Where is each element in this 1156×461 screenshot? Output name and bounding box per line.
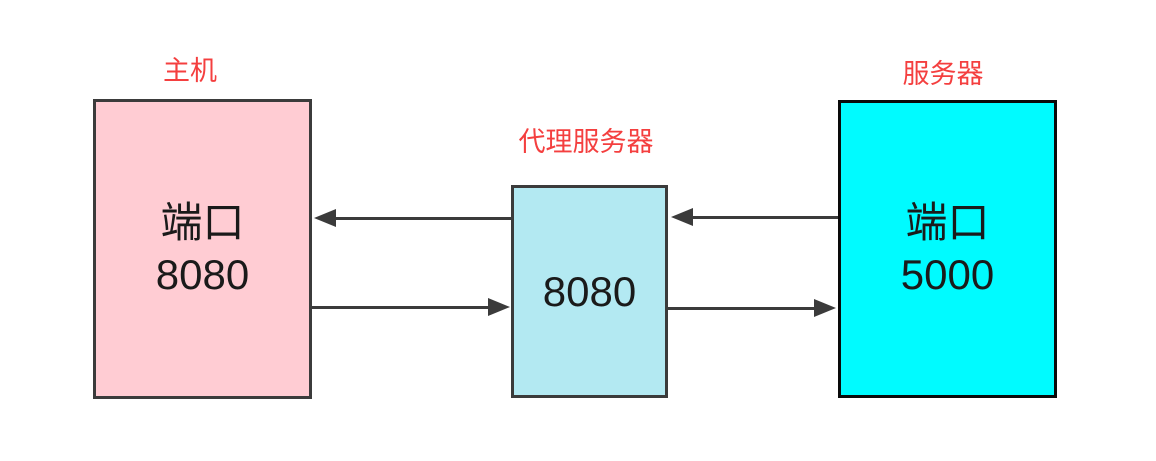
server-node: 端口 5000 xyxy=(838,100,1057,398)
arrow-server-to-proxy-line xyxy=(690,216,838,219)
server-port-text: 端口 xyxy=(905,199,990,246)
arrow-proxy-to-server-line xyxy=(668,307,816,310)
host-port-number: 8080 xyxy=(155,251,250,298)
arrow-server-to-proxy-head-icon xyxy=(671,208,693,226)
host-port-text: 端口 xyxy=(160,199,245,246)
arrow-proxy-to-server-head-icon xyxy=(814,299,836,317)
arrow-host-to-proxy-line xyxy=(312,306,490,309)
arrow-proxy-to-host-line xyxy=(333,217,511,220)
arrow-proxy-to-host-head-icon xyxy=(314,209,336,227)
server-label: 服务器 xyxy=(902,59,984,89)
proxy-port-number: 8080 xyxy=(542,267,637,315)
host-label: 主机 xyxy=(163,56,217,86)
proxy-server-node: 8080 xyxy=(511,185,668,398)
host-node: 端口 8080 xyxy=(93,99,312,399)
proxy-server-label: 代理服务器 xyxy=(518,127,654,157)
arrow-host-to-proxy-head-icon xyxy=(488,298,510,316)
server-port-number: 5000 xyxy=(900,251,995,298)
